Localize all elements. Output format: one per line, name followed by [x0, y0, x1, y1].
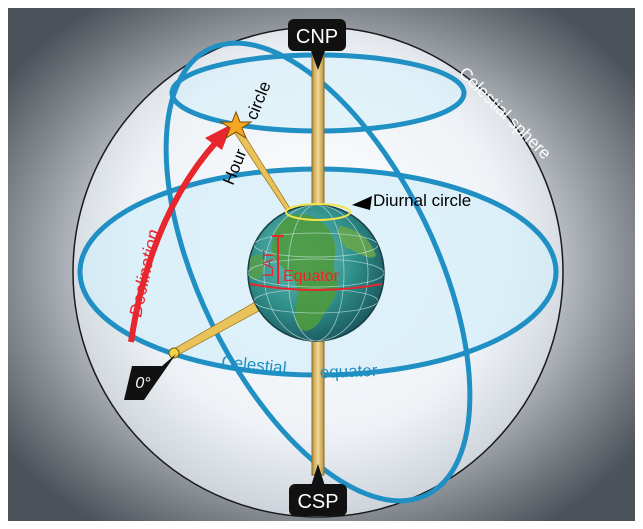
star-icon [219, 110, 253, 140]
declination-arc [128, 137, 221, 343]
equator-label: Equator [283, 268, 340, 285]
zero-badge [124, 354, 176, 400]
zero-reference-point [168, 347, 180, 359]
earth-globe-icon [247, 203, 385, 342]
arrowhead-icon [352, 196, 372, 210]
diurnal-circle-label: Diurnal circle [373, 191, 471, 210]
lat-label: LAT [260, 251, 277, 277]
cnp-badge [288, 19, 346, 51]
earth-diurnal-circle [285, 203, 351, 221]
cnp-label: CNP [296, 26, 338, 48]
hour-circle [163, 40, 473, 504]
arrowhead-icon [205, 124, 232, 150]
polar-axis-lower [311, 334, 325, 476]
zero-label: 0° [135, 375, 151, 392]
earth-equator-line [249, 283, 383, 291]
equator-celestial-label: equator [319, 361, 378, 382]
csp-label: CSP [297, 491, 338, 513]
csp-badge [289, 484, 347, 516]
polar-axis-upper [311, 54, 325, 216]
